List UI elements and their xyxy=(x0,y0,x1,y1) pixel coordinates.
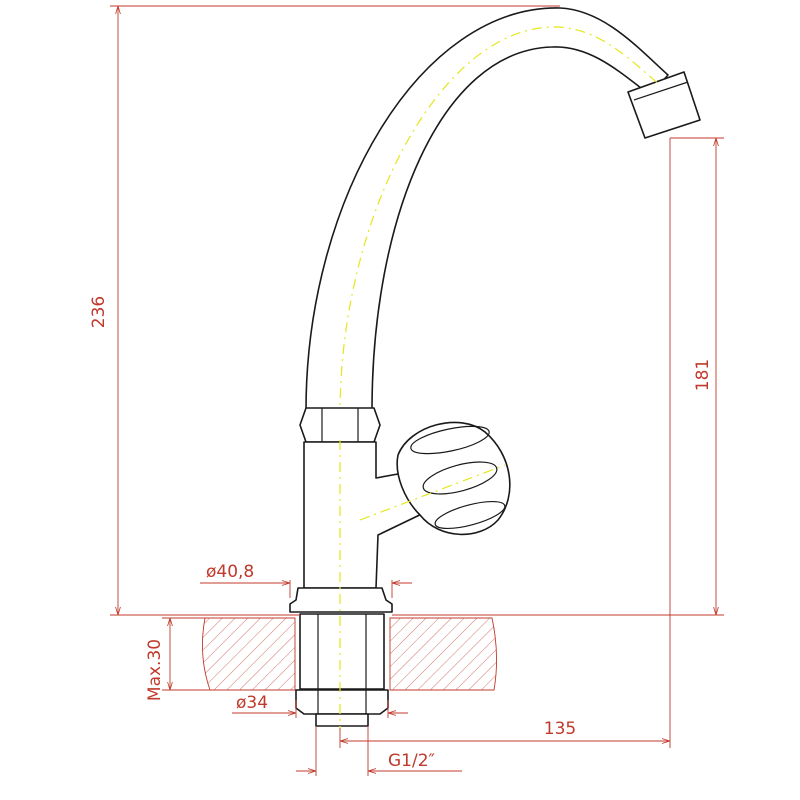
countertop-section xyxy=(201,617,498,691)
lock-nut xyxy=(295,689,389,715)
countertop-right-hatch xyxy=(389,617,498,691)
countertop-left-hatch xyxy=(201,617,296,691)
spout-height-label: 181 xyxy=(693,359,713,391)
dimension-lines xyxy=(110,5,724,776)
dimension-labels: 236 181 ø40,8 Max.30 ø34 135 G1/2″ xyxy=(89,296,713,771)
spout-tube xyxy=(305,7,669,411)
thread-size-label: G1/2″ xyxy=(388,751,435,771)
handle-knob xyxy=(396,421,511,536)
spout-collar-nut xyxy=(299,407,381,443)
nut-diameter-label: ø34 xyxy=(236,693,268,713)
total-height-label: 236 xyxy=(89,296,109,328)
max-counter-thickness-label: Max.30 xyxy=(145,639,165,701)
base-diameter-label: ø40,8 xyxy=(206,562,254,582)
aerator-ring xyxy=(627,71,701,139)
shank xyxy=(299,613,385,690)
handle-grip-top xyxy=(410,425,490,455)
mounting-shank xyxy=(295,440,389,730)
handle-grip-bottom xyxy=(434,500,506,530)
spout xyxy=(305,7,701,421)
handle-centerline xyxy=(359,464,506,521)
spout-centerline xyxy=(339,26,661,421)
valve-handle xyxy=(359,421,511,536)
base-flange xyxy=(289,587,393,613)
thread-connector xyxy=(315,713,369,727)
spout-reach-label: 135 xyxy=(544,719,576,739)
aerator-edge xyxy=(633,81,689,101)
handle-grip-mid xyxy=(422,461,498,495)
